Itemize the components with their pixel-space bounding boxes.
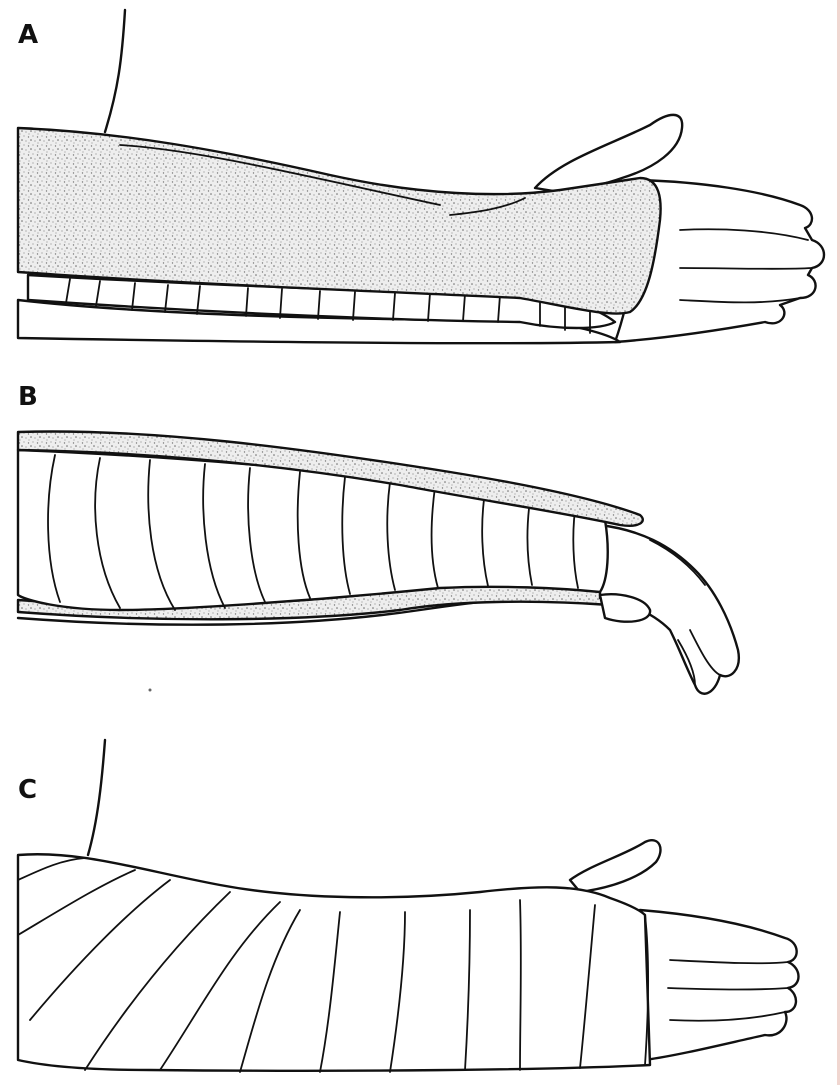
panel-b: B	[0, 360, 840, 720]
hand	[640, 910, 799, 1060]
splint-illustration-b	[0, 360, 840, 720]
panel-a: A	[0, 0, 840, 360]
panel-c: C	[0, 720, 840, 1085]
splint-illustration-a	[0, 0, 840, 360]
bandaged-forearm	[18, 450, 608, 610]
thumb	[570, 840, 660, 892]
splint-illustration-c	[0, 720, 840, 1085]
